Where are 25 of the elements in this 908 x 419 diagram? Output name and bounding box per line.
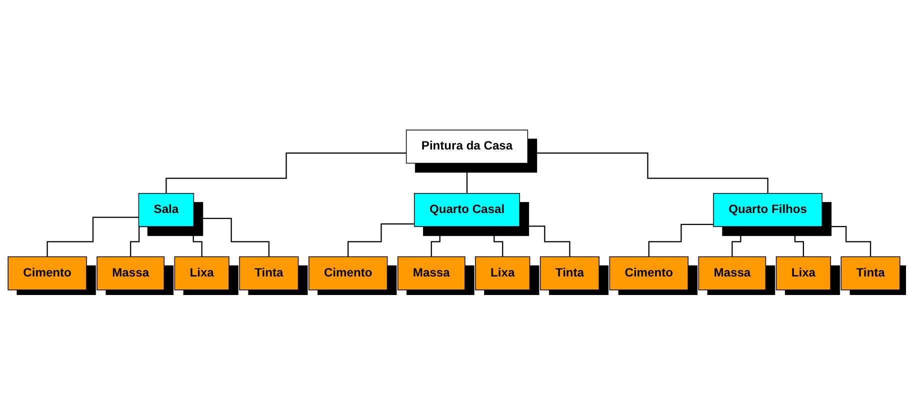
node-box: Lixa: [174, 256, 230, 290]
connector: [528, 152, 768, 194]
node-box: Cimento: [8, 256, 87, 290]
node-box: Sala: [138, 192, 194, 226]
node-box: Cimento: [609, 256, 688, 290]
node-box: Quarto Filhos: [713, 192, 822, 226]
node-box: Lixa: [776, 256, 831, 290]
node-box: Massa: [96, 256, 164, 290]
connector: [822, 226, 872, 257]
node-box: Cimento: [308, 256, 388, 290]
connector: [348, 222, 414, 257]
connector: [194, 217, 270, 257]
connector: [648, 223, 714, 257]
node-box: Massa: [397, 256, 466, 290]
node-box: Tinta: [540, 256, 600, 290]
node-box: Lixa: [475, 256, 530, 290]
node-box: Tinta: [239, 256, 299, 290]
connector: [166, 152, 406, 194]
connector: [520, 225, 570, 257]
node-box: Massa: [698, 256, 766, 290]
node-box: Quarto Casal: [414, 192, 520, 226]
connector: [466, 162, 468, 194]
connector: [46, 216, 139, 257]
node-box: Tinta: [840, 256, 900, 290]
node-box: Pintura da Casa: [406, 129, 528, 164]
